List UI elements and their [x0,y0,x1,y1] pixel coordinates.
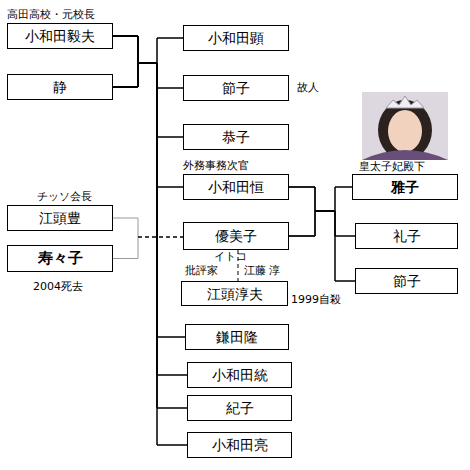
person-box: 恭子 [183,124,289,150]
kinship-line [113,63,187,375]
kinship-line [113,36,183,88]
line-segment [113,36,183,88]
line-segment [113,36,187,408]
line-segment [289,211,355,236]
kinship-line [113,63,183,88]
note-label: 批評家 [185,265,218,277]
photo-background [362,92,448,160]
person-box: 小和田亮 [187,432,292,458]
role-heading: 外務事務次官 [183,160,249,172]
person-box: 江頭淳夫 [181,281,288,306]
person-name: 小和田亮 [212,438,268,452]
person-name: 小和田恒 [208,180,264,194]
person-name: 節子 [222,81,250,95]
kinship-line [113,36,183,187]
person-box: 静 [7,74,113,100]
person-name: 礼子 [393,229,421,243]
kinship-line [289,187,352,211]
line-segment [113,63,183,187]
person-name: 江頭豊 [39,211,81,225]
kinship-line [113,63,187,445]
note-label: 故人 [297,82,319,94]
line-segment [113,36,183,187]
person-name: 節子 [393,274,421,288]
person-box: 節子 [355,268,458,294]
note-label: 皇太子妃殿下 [359,161,425,173]
role-heading: 高田高校・元校長 [7,9,95,21]
line-segment [113,63,187,408]
person-box: 外務事務次官小和田恒 [183,174,289,200]
line-segment [138,237,183,238]
line-segment [138,237,183,238]
person-box: 寿々子 [7,245,113,272]
person-name: 雅子 [391,180,419,194]
person-box: 紀子 [187,395,292,421]
kinship-line [113,36,187,445]
person-name: 優美子 [215,229,257,243]
kinship-line [113,218,183,237]
person-name: 静 [53,80,67,94]
line-segment [113,63,187,375]
line-segment [289,187,355,281]
kinship-line [113,63,187,408]
person-box: 礼子 [355,223,458,249]
line-segment [113,237,138,259]
person-name: 紀子 [226,401,254,415]
person-name: 小和田統 [212,368,268,382]
person-box: 雅子 [352,174,458,200]
person-box: 節子 [183,75,289,101]
role-heading: チッソ会長 [37,191,92,203]
person-box: 優美子 [183,222,289,250]
note-label: 1999自殺 [291,294,341,306]
kinship-line [289,211,355,281]
line-segment [113,36,185,337]
kinship-line [113,63,183,187]
person-name: 恭子 [222,130,250,144]
person-name: 江頭淳夫 [207,287,263,301]
line-segment [113,63,187,445]
note-label: 江藤 淳 [244,265,281,277]
line-segment [113,36,183,63]
line-segment [113,63,183,137]
kinship-line [289,211,355,236]
photo-tiara [386,96,424,108]
line-segment [113,63,183,88]
line-segment [113,218,138,237]
person-box: 小和田顕 [183,25,289,51]
person-box: 小和田統 [187,362,292,388]
kinship-line [113,36,187,408]
kinship-line [113,63,185,337]
photo-shoulders [362,150,448,160]
photo-face [388,110,422,152]
relation-label: イトコ [214,251,247,263]
note-label: 2004死去 [33,281,83,293]
person-box: 高田高校・元校長小和田毅夫 [7,23,113,49]
kinship-line [113,36,183,63]
person-name: 小和田顕 [208,31,264,45]
kinship-line [113,36,185,337]
person-name: 鎌田隆 [216,330,258,344]
portrait-photo [362,92,448,160]
person-box: 鎌田隆 [185,324,289,350]
line-segment [289,187,352,211]
kinship-line [113,63,183,137]
line-segment [113,63,185,337]
person-name: 寿々子 [38,251,83,266]
person-name: 小和田毅夫 [25,29,95,43]
kinship-line [113,237,183,259]
person-box: チッソ会長江頭豊 [7,205,113,231]
kinship-line [289,187,355,281]
line-segment [289,211,355,281]
line-segment [113,36,187,445]
